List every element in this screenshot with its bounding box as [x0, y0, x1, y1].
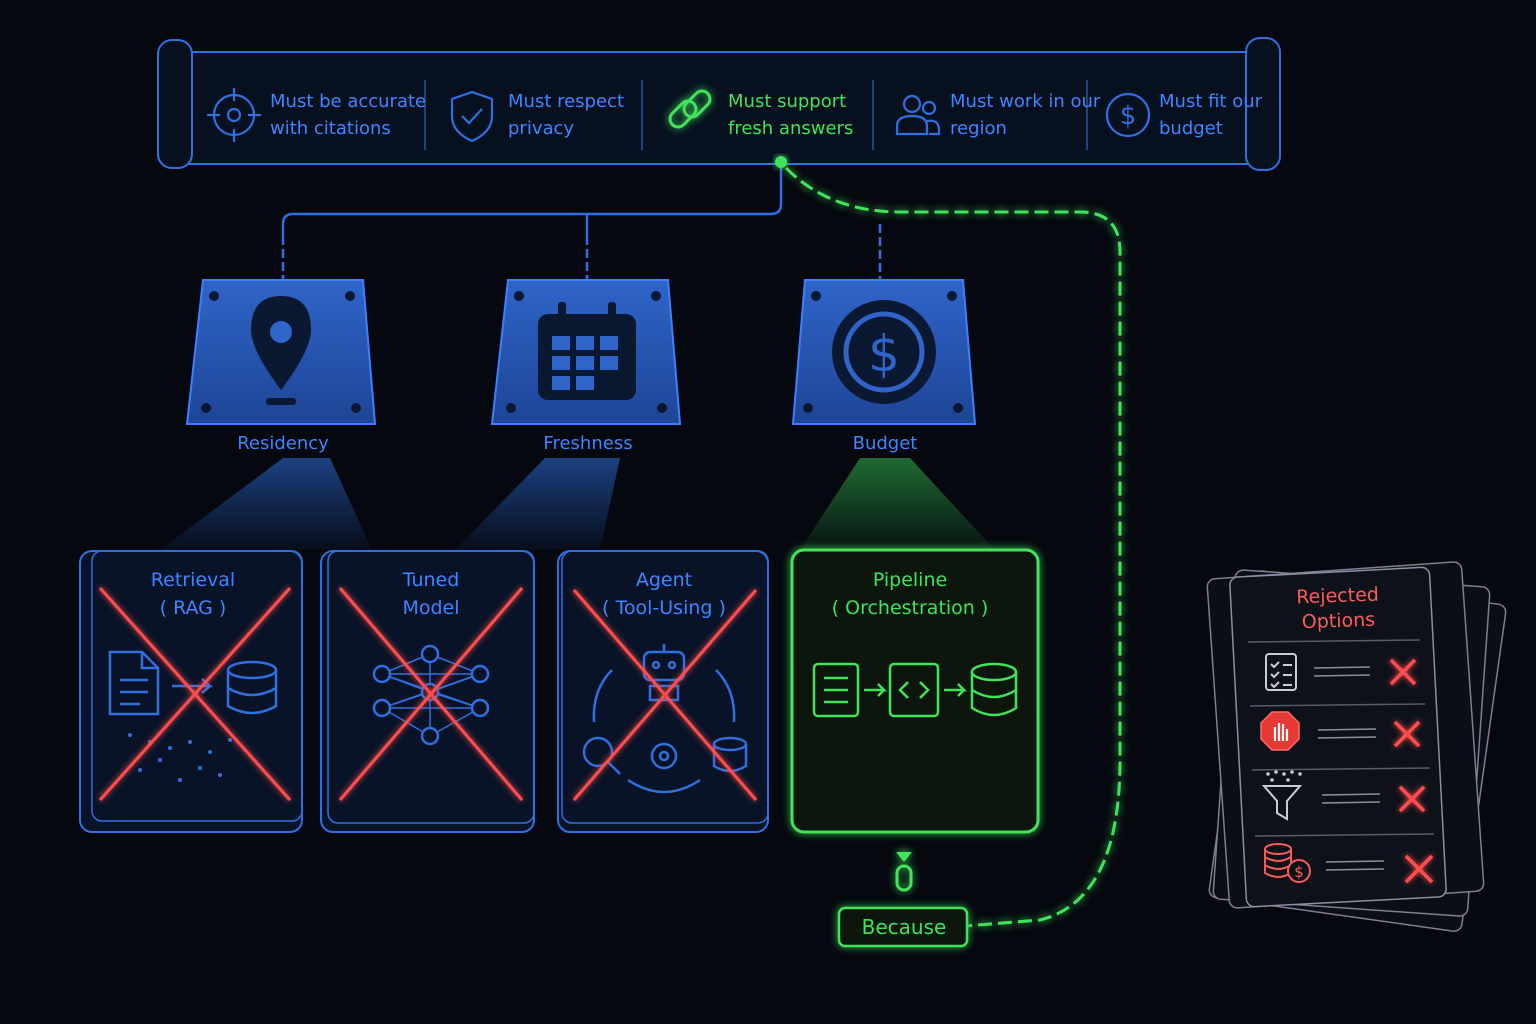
option-title-agent-line2: ( Tool-Using ) [602, 597, 726, 619]
constraint-plate-budget: $ [791, 279, 977, 425]
coins-dollar-icon: $ [1264, 843, 1311, 883]
option-title-pipeline: Pipeline ( Orchestration ) [792, 566, 1028, 622]
requirement-budget: Must fit our budget [1159, 88, 1262, 142]
dollar-coin-icon: $ [832, 300, 936, 404]
option-title-agent-line1: Agent [635, 569, 693, 591]
green-chain [784, 166, 1122, 928]
funnel-icon [1261, 770, 1303, 821]
location-pin-icon [251, 296, 311, 405]
stop-hand-icon [1260, 711, 1300, 751]
svg-text:$: $ [1120, 101, 1137, 131]
requirement-freshness: Must support fresh answers [728, 88, 853, 142]
svg-text:$: $ [1294, 863, 1304, 881]
requirement-freshness-line1: Must support [728, 91, 847, 112]
constraint-label-freshness: Freshness [543, 433, 633, 454]
option-title-pipeline-line2: ( Orchestration ) [831, 597, 989, 619]
constraint-plate-residency [185, 279, 377, 425]
calendar-icon [538, 302, 636, 400]
option-title-pipeline-line1: Pipeline [872, 569, 948, 591]
crosshair-icon [207, 88, 261, 142]
requirement-budget-line1: Must fit our [1159, 91, 1263, 112]
requirement-privacy-line1: Must respect [508, 91, 625, 112]
link-icon [668, 89, 712, 129]
requirement-accuracy: Must be accurate with citations [270, 88, 426, 142]
because-connector [837, 852, 969, 948]
svg-text:$: $ [868, 325, 900, 383]
document-to-database-icon [108, 650, 278, 716]
option-title-tuned-model: Tuned Model [328, 566, 534, 622]
reject-x-mark [572, 589, 758, 801]
rejected-panel-title: Rejected Options [1267, 582, 1409, 637]
requirement-connector [281, 162, 783, 236]
shield-check-icon [450, 90, 494, 143]
option-card-retrieval [79, 550, 303, 833]
option-card-agent [557, 550, 769, 833]
light-beams [160, 458, 995, 550]
requirements-scroll [157, 37, 1281, 171]
rejected-panel-title-line2: Options [1301, 608, 1376, 634]
requirement-region: Must work in our region [950, 88, 1100, 142]
dollar-icon: $ [1105, 92, 1151, 138]
reject-x-mark [98, 586, 292, 802]
option-title-tuned-line2: Model [402, 597, 460, 619]
connector-node [775, 156, 787, 168]
users-icon [895, 94, 941, 136]
option-card-tuned-model [320, 550, 535, 833]
requirement-privacy: Must respect privacy [508, 88, 624, 142]
checklist-icon [1265, 653, 1297, 691]
pipeline-flow-icon [812, 662, 1018, 718]
option-title-retrieval-line1: Retrieval [150, 569, 236, 591]
constraint-label-residency: Residency [237, 433, 329, 454]
constraint-plate-freshness [490, 279, 682, 425]
because-label: Because [861, 915, 947, 939]
option-title-retrieval: Retrieval ( RAG ) [92, 566, 294, 622]
requirement-freshness-line2: fresh answers [728, 118, 854, 139]
requirement-budget-line2: budget [1159, 118, 1223, 139]
requirement-accuracy-line1: Must be accurate [270, 91, 427, 112]
requirement-region-line2: region [950, 118, 1007, 139]
requirement-accuracy-line2: with citations [270, 118, 391, 139]
requirement-region-line1: Must work in our [950, 91, 1101, 112]
reject-x-marks [1389, 658, 1434, 884]
option-title-tuned-line1: Tuned [402, 569, 460, 591]
rejected-options-panel: $ [1206, 561, 1507, 932]
constraint-label-budget: Budget [852, 433, 918, 454]
option-title-agent: Agent ( Tool-Using ) [562, 566, 766, 622]
reject-x-mark [338, 587, 524, 801]
option-card-pipeline [790, 548, 1040, 834]
requirement-privacy-line2: privacy [508, 118, 575, 139]
option-title-retrieval-line2: ( RAG ) [159, 597, 227, 619]
